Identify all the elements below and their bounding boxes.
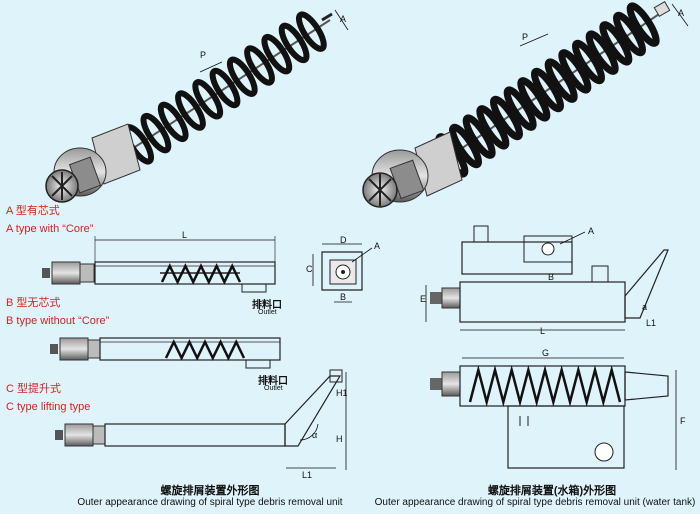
outlet-label-zh-a: 排料口 bbox=[252, 300, 282, 311]
spiral-coil bbox=[175, 90, 206, 131]
spiral-coil bbox=[192, 79, 224, 120]
caption-left-zh: 螺旋排屑装置外形图 bbox=[160, 485, 260, 497]
outlet-label-en-a: Outlet bbox=[258, 309, 277, 316]
spiral-coil bbox=[490, 95, 523, 141]
svg-text:E: E bbox=[420, 294, 426, 304]
spiral-coil bbox=[517, 77, 551, 122]
caption-left-en: Outer appearance drawing of spiral type … bbox=[77, 497, 343, 508]
drawing-a-type: L bbox=[42, 230, 276, 293]
svg-text:B: B bbox=[340, 292, 346, 302]
spiral-coil bbox=[476, 105, 510, 150]
spiral-coil bbox=[157, 101, 189, 143]
svg-text:G: G bbox=[542, 348, 549, 358]
spiral-coil bbox=[544, 58, 578, 103]
svg-text:F: F bbox=[680, 416, 686, 426]
drawing-tank-front: G F bbox=[430, 348, 686, 470]
drawing-b-type bbox=[50, 337, 281, 369]
label-c-type-en: C type lifting type bbox=[6, 401, 91, 413]
spiral-coil bbox=[599, 21, 633, 66]
svg-text:L: L bbox=[182, 230, 187, 240]
spiral-coil bbox=[626, 2, 660, 47]
spiral-coil bbox=[613, 11, 646, 57]
svg-text:α: α bbox=[312, 430, 317, 440]
spiral-coil bbox=[278, 22, 310, 64]
svg-text:H: H bbox=[336, 434, 343, 444]
caption-right-en: Outer appearance drawing of spiral type … bbox=[374, 497, 696, 508]
cross-section: D C B A bbox=[306, 235, 380, 303]
spiral-coil bbox=[209, 67, 241, 109]
svg-text:A: A bbox=[678, 8, 684, 18]
label-c-type-zh: C 型提升式 bbox=[6, 383, 61, 395]
spiral-coil bbox=[585, 30, 619, 75]
spiral-coil bbox=[572, 39, 605, 85]
spiral-3d-left: A P bbox=[45, 9, 349, 203]
svg-text:L: L bbox=[540, 326, 545, 336]
svg-text:A: A bbox=[588, 226, 594, 236]
spiral-coils-left bbox=[123, 11, 327, 165]
spiral-coil bbox=[261, 33, 293, 75]
spiral-coil bbox=[244, 45, 275, 86]
label-a-type-zh: A 型有芯式 bbox=[6, 205, 60, 217]
spiral-3d-right: A P bbox=[362, 0, 689, 208]
svg-text:A: A bbox=[374, 241, 380, 251]
svg-text:D: D bbox=[340, 235, 347, 245]
svg-text:a: a bbox=[642, 302, 647, 312]
svg-text:B: B bbox=[548, 272, 554, 282]
spiral-coil bbox=[462, 114, 496, 159]
svg-text:L1: L1 bbox=[302, 470, 312, 480]
svg-text:H1: H1 bbox=[336, 388, 348, 398]
spiral-coil bbox=[531, 67, 564, 113]
spiral-coil bbox=[449, 123, 482, 169]
svg-text:C: C bbox=[306, 264, 313, 274]
svg-text:P: P bbox=[522, 32, 528, 42]
label-b-type-en: B type without “Core” bbox=[6, 315, 110, 327]
caption-right-zh: 螺旋排屑装置(水箱)外形图 bbox=[487, 485, 617, 497]
spiral-coil bbox=[140, 112, 172, 154]
label-a-type-en: A type with “Core” bbox=[6, 223, 94, 235]
spiral-coil bbox=[503, 86, 537, 131]
svg-text:P: P bbox=[200, 50, 206, 60]
label-b-type-zh: B 型无芯式 bbox=[6, 297, 61, 309]
svg-text:L1: L1 bbox=[646, 318, 656, 328]
spiral-coil bbox=[558, 49, 592, 94]
outlet-label-en-b: Outlet bbox=[264, 385, 283, 392]
drawing-tank-side: A B E L L1 a bbox=[420, 225, 669, 336]
drawing-c-type: H1 H α L1 bbox=[55, 369, 348, 480]
outlet-label-zh-b: 排料口 bbox=[258, 376, 288, 387]
svg-text:A: A bbox=[340, 14, 346, 24]
spiral-coil bbox=[295, 11, 327, 52]
spiral-coil bbox=[226, 56, 258, 97]
